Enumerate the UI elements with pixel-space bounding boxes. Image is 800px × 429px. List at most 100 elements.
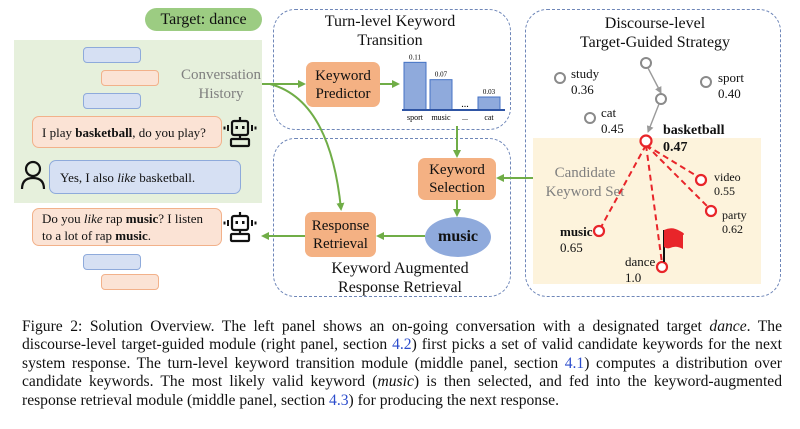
text-segment: like [117,169,136,185]
diagram-overlay [261,57,718,274]
ellipsis-mark: ... [461,99,469,110]
text-segment: Figure 2: Solution Overview. The left pa… [22,318,710,335]
keyword-score: 0.62 [722,222,743,236]
candidate-edge-music [599,144,647,230]
keyword-label-dance: dance 1.0 [625,254,655,286]
caption-text: Figure 2: Solution Overview. The left pa… [22,318,782,409]
candidate-edge-dance [645,144,663,264]
selection-line1: Keyword [429,162,485,178]
text-segment: basketball [75,124,133,140]
keyword-label-music: music 0.65 [560,224,593,256]
keyword-label-cat: cat 0.45 [601,105,624,137]
history-to-retrieval-arrow [269,83,345,211]
text-segment: . The discourse-level target-guided modu… [22,318,782,354]
user-icon [20,160,46,190]
target-flag-icon [663,228,684,262]
text-segment: Yes, I also [60,169,118,185]
discourse-level-title: Discourse-level Target-Guided Strategy [560,14,750,52]
text-segment: music [115,228,148,243]
keyword-node-cat [584,112,596,124]
keyword-word: party [722,208,747,222]
text-segment: like [83,211,103,226]
path-edge [646,103,660,133]
tick-label-ellipsis: ... [462,113,468,122]
message-text: I play basketball, do you play? [42,124,206,141]
candidate-node-dance [655,260,669,274]
keyword-word: basketball [663,123,725,138]
keyword-node-basketball [639,134,653,148]
candidate-keyword-set-label: Candidate Keyword Set [540,164,630,202]
text-segment: ) computes a distribution over candidate… [22,354,782,391]
conversation-history-label: Conversation History [176,66,266,104]
text-segment: music [125,211,159,226]
keyword-score: 1.0 [625,270,642,285]
path-edge [647,67,662,94]
turn-level-panel [273,9,511,130]
text-segment: music [377,373,414,391]
figure-caption: Figure 2: Solution Overview. The left pa… [22,318,782,410]
message-text: Yes, I also like basketball. [60,169,195,186]
target-pill: Target: dance [145,8,262,31]
section-reference-link[interactable]: 4.2 [392,336,412,354]
text-segment: , do you play? [132,124,206,140]
keyword-score: 0.47 [663,140,688,155]
candidate-node-party [704,204,718,218]
augmented-title-line1: Keyword Augmented [331,260,469,277]
tick-label-sport: sport [407,113,424,122]
candidate-node-video [694,173,708,187]
keyword-augmented-panel [273,138,511,297]
history-stub-user [83,47,141,63]
system-message: I play basketball, do you play? [32,116,222,148]
keyword-score: 0.65 [560,240,583,255]
candidate-label-line2: Keyword Set [545,184,625,200]
keyword-label-party: party 0.62 [722,208,747,236]
selection-line2: Selection [429,180,485,196]
response-retrieval-module: Response Retrieval [305,212,376,257]
history-stub-user [83,93,141,109]
history-stub-system [101,70,159,86]
keyword-node-study [554,72,566,84]
section-reference-link[interactable]: 4.3 [329,391,349,409]
keyword-label-video: video 0.55 [714,170,741,198]
keyword-score: 0.40 [718,86,741,101]
keyword-node-sport [700,76,712,88]
text-segment: dance [709,318,747,335]
keyword-word: video [714,170,741,184]
future-stub-user [83,254,141,270]
tick-label-music: music [431,113,451,122]
keyword-label-basketball: basketball 0.47 [663,122,724,156]
bar-value-label: 0.03 [483,88,496,96]
turn-level-title-line1: Turn-level Keyword [324,13,456,30]
bar-value-label: 0.07 [435,71,448,79]
keyword-word: sport [718,70,744,85]
text-segment: basketball. [135,169,196,185]
keyword-word: dance [625,254,656,269]
keyword-selection-module: Keyword Selection [418,158,496,200]
message-text: Do you like rap music? I listen to a lot… [42,210,212,244]
candidate-keyword-set-area [533,138,761,284]
selected-keyword-ellipse: music [425,217,491,257]
keyword-word: cat [601,105,617,120]
path-node [640,57,652,69]
discourse-level-panel [525,9,781,297]
predictor-line1: Keyword [315,67,371,84]
candidate-label-line1: Candidate [554,165,616,181]
text-segment: Do you [42,211,84,226]
system-message: Do you like rap music? I listen to a lot… [32,208,222,246]
discourse-title-line2: Target-Guided Strategy [579,34,731,51]
user-message: Yes, I also like basketball. [49,160,241,194]
keyword-label-study: study 0.36 [571,66,599,98]
text-segment: . [147,228,152,243]
history-label-line1: Conversation [181,67,261,83]
text-segment: I play [42,124,76,140]
retrieval-line1: Response [311,217,370,234]
path-node [655,93,667,105]
keyword-score: 0.45 [601,121,624,136]
turn-level-title-line2: Transition [357,32,423,49]
robot-icon [223,212,257,243]
section-reference-link[interactable]: 4.1 [564,354,585,372]
augmented-title-line2: Response Retrieval [338,279,462,296]
candidate-node-music [592,224,606,238]
candidate-edge-party [645,144,711,210]
